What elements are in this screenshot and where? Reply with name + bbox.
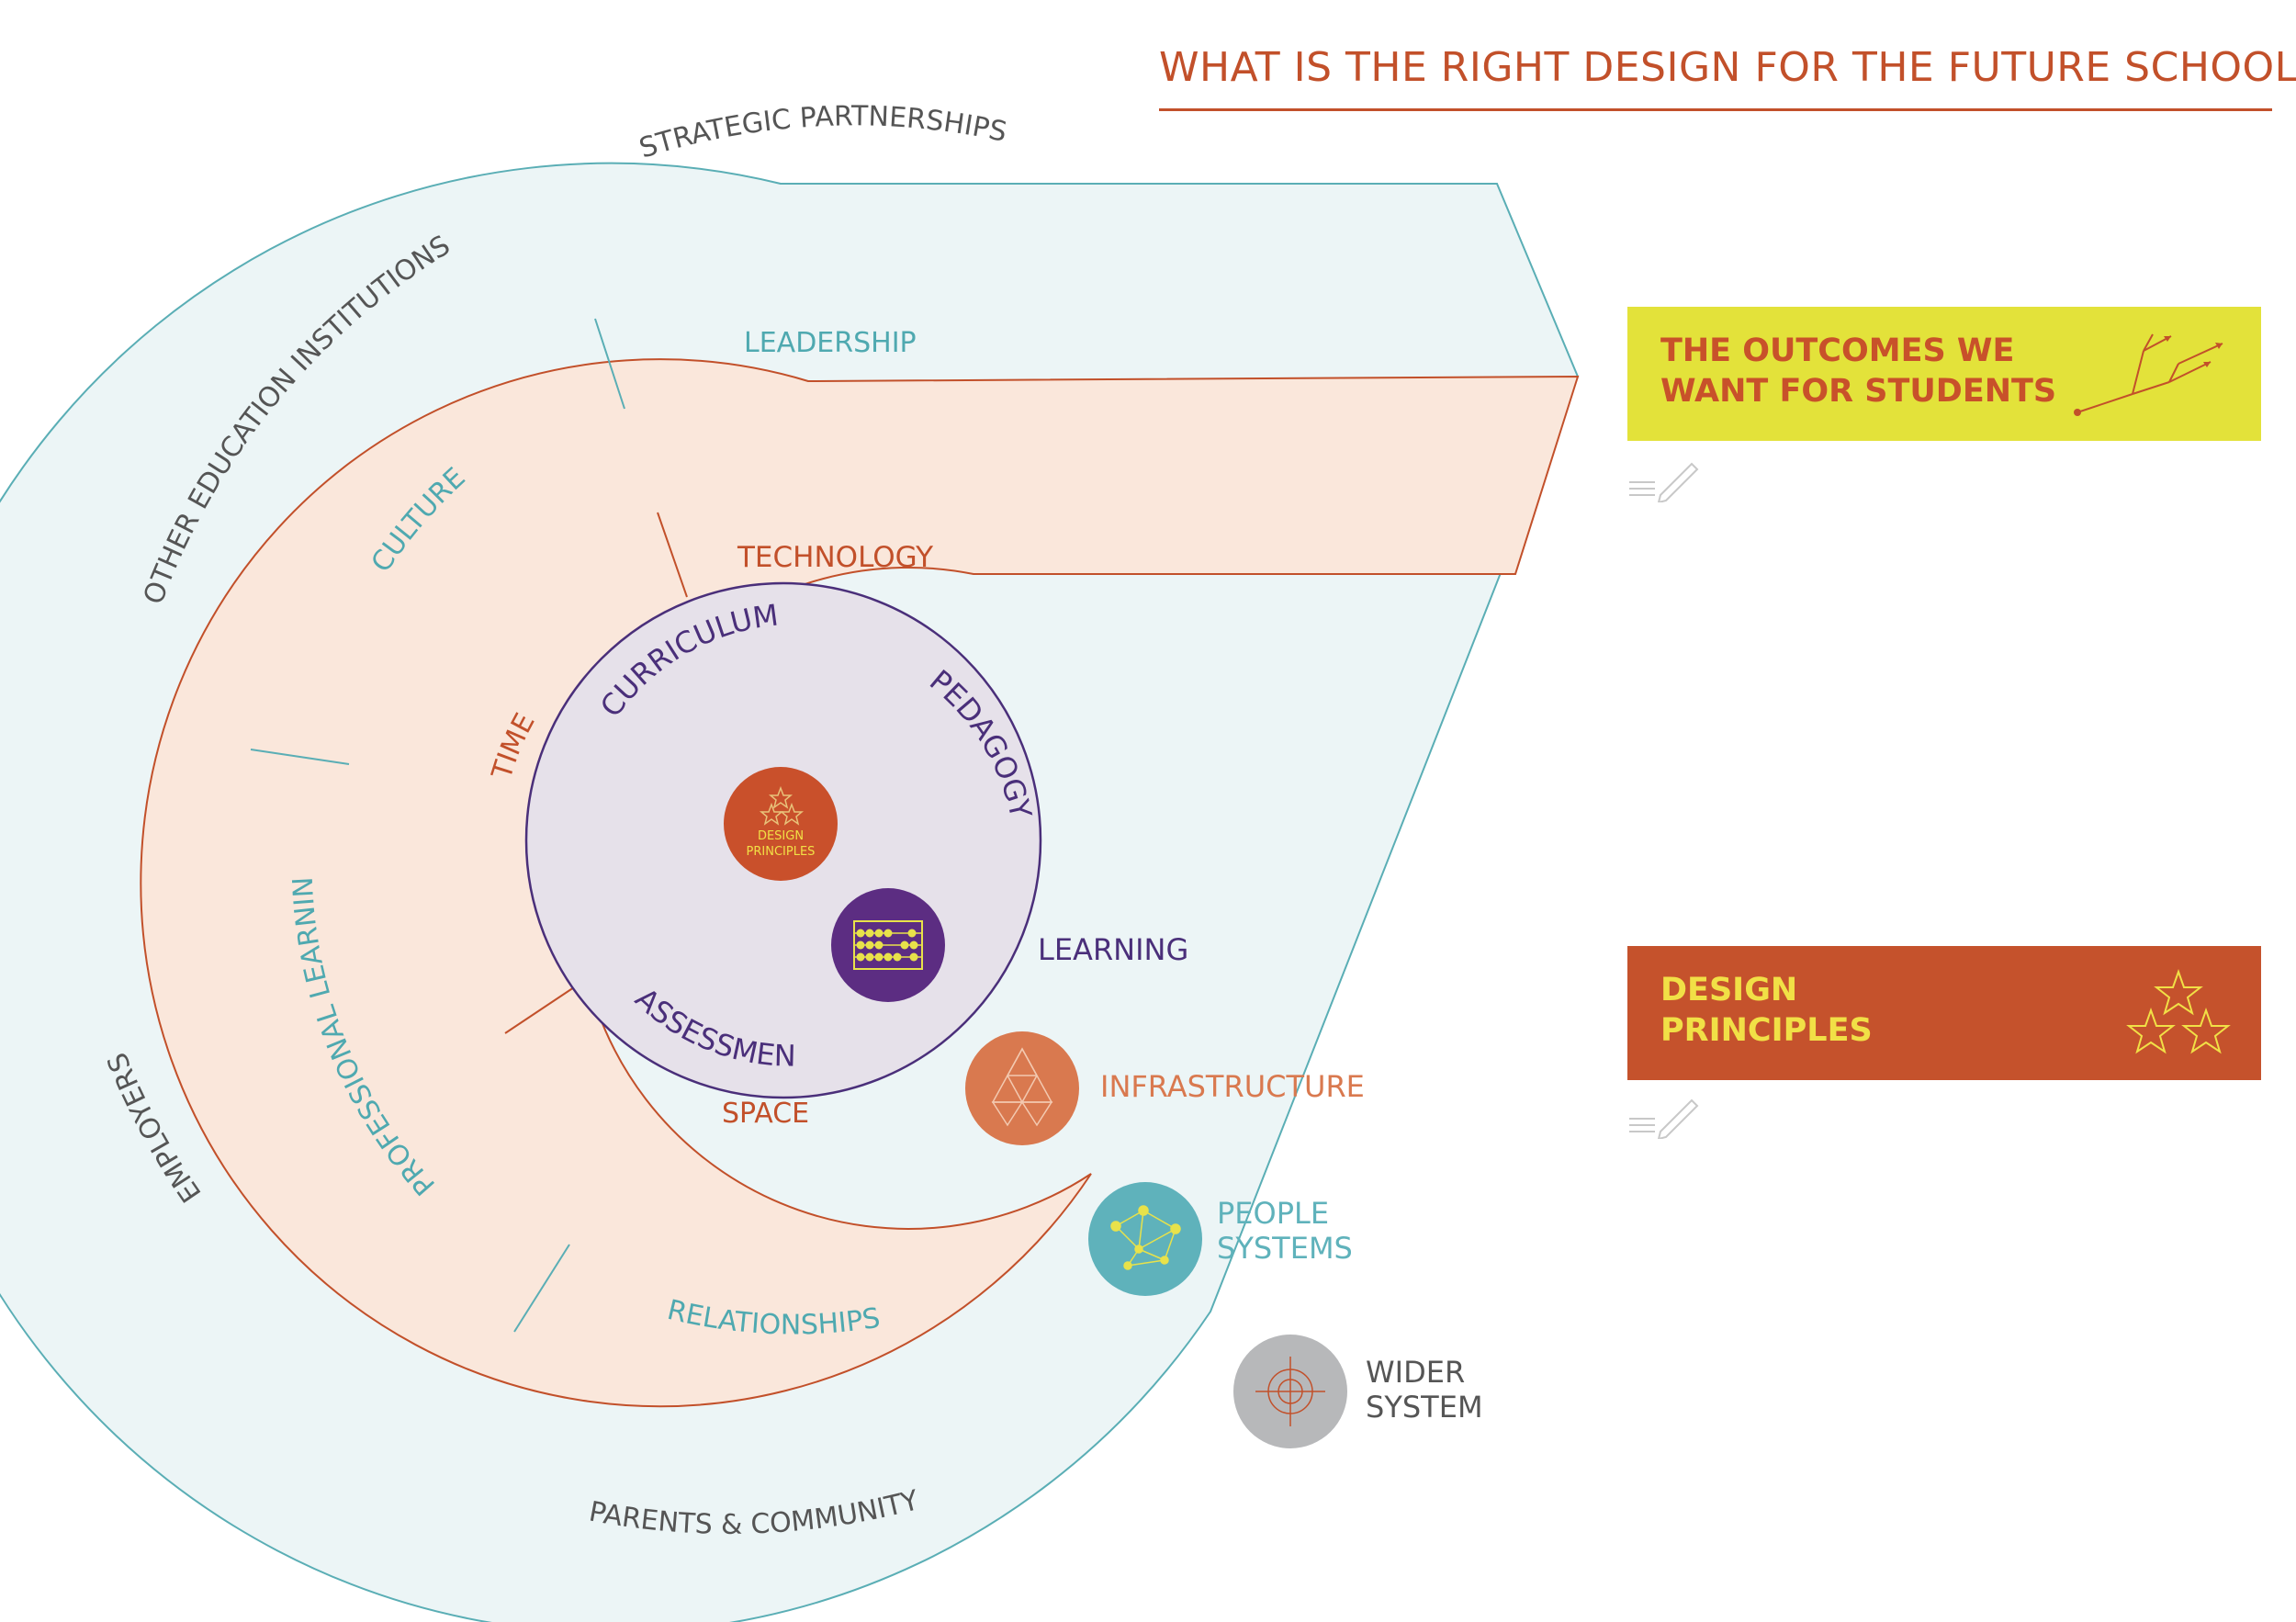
pencil-note-icon[interactable] <box>1627 1093 1701 1139</box>
label-strategic-partnerships: STRATEGIC PARTNERSHIPS <box>636 100 1009 164</box>
design-panel-text: DESIGN PRINCIPLES <box>1660 970 2083 1051</box>
design-principles-panel: DESIGN PRINCIPLES <box>1627 946 2261 1080</box>
core-design-line2: PRINCIPLES <box>747 845 816 859</box>
outer-divider-leadership <box>594 318 625 410</box>
wider-system-icon-circle <box>1233 1335 1347 1448</box>
outcomes-line1: THE OUTCOMES WE <box>1660 332 2015 369</box>
label-space: SPACE <box>722 1098 809 1130</box>
people-systems-icon-circle <box>1088 1182 1202 1296</box>
title-underline <box>1159 108 2272 111</box>
page-title: WHAT IS THE RIGHT DESIGN FOR THE FUTURE … <box>1159 44 2296 91</box>
middle-divider-space <box>504 986 575 1034</box>
design-principles-core: DESIGN PRINCIPLES <box>724 767 838 881</box>
infrastructure-icon-circle <box>965 1031 1079 1145</box>
legend-wider-line1: WIDER <box>1366 1355 1465 1390</box>
legend-infrastructure: INFRASTRUCTURE <box>1100 1069 1365 1104</box>
label-technology: TECHNOLOGY <box>737 541 933 574</box>
pencil-note-icon[interactable] <box>1627 456 1701 502</box>
legend-people-line1: PEOPLE <box>1217 1196 1329 1231</box>
outer-divider-culture <box>250 749 350 765</box>
outcomes-panel-text: THE OUTCOMES WE WANT FOR STUDENTS <box>1660 331 2083 411</box>
branching-arrows-icon <box>2074 333 2223 416</box>
learning-icon-circle <box>831 888 945 1002</box>
triangle-grid-icon <box>991 1047 1053 1127</box>
three-stars-icon <box>2126 968 2231 1054</box>
outcomes-panel: THE OUTCOMES WE WANT FOR STUDENTS <box>1627 307 2261 441</box>
middle-divider-technology <box>657 512 688 598</box>
three-stars-icon <box>759 785 805 826</box>
label-leadership: LEADERSHIP <box>744 327 917 359</box>
outer-divider-relationships <box>513 1244 570 1333</box>
target-icon <box>1255 1357 1325 1426</box>
design-panel-line2: PRINCIPLES <box>1660 1012 1873 1049</box>
design-panel-line1: DESIGN <box>1660 972 1798 1008</box>
legend-wider-line2: SYSTEM <box>1366 1390 1483 1425</box>
core-design-line1: DESIGN <box>758 829 804 843</box>
abacus-icon <box>853 920 923 970</box>
outcomes-line2: WANT FOR STUDENTS <box>1660 373 2057 410</box>
legend-learning: LEARNING <box>1038 932 1188 967</box>
network-icon <box>1110 1205 1181 1270</box>
legend-people-line2: SYSTEMS <box>1217 1231 1353 1266</box>
